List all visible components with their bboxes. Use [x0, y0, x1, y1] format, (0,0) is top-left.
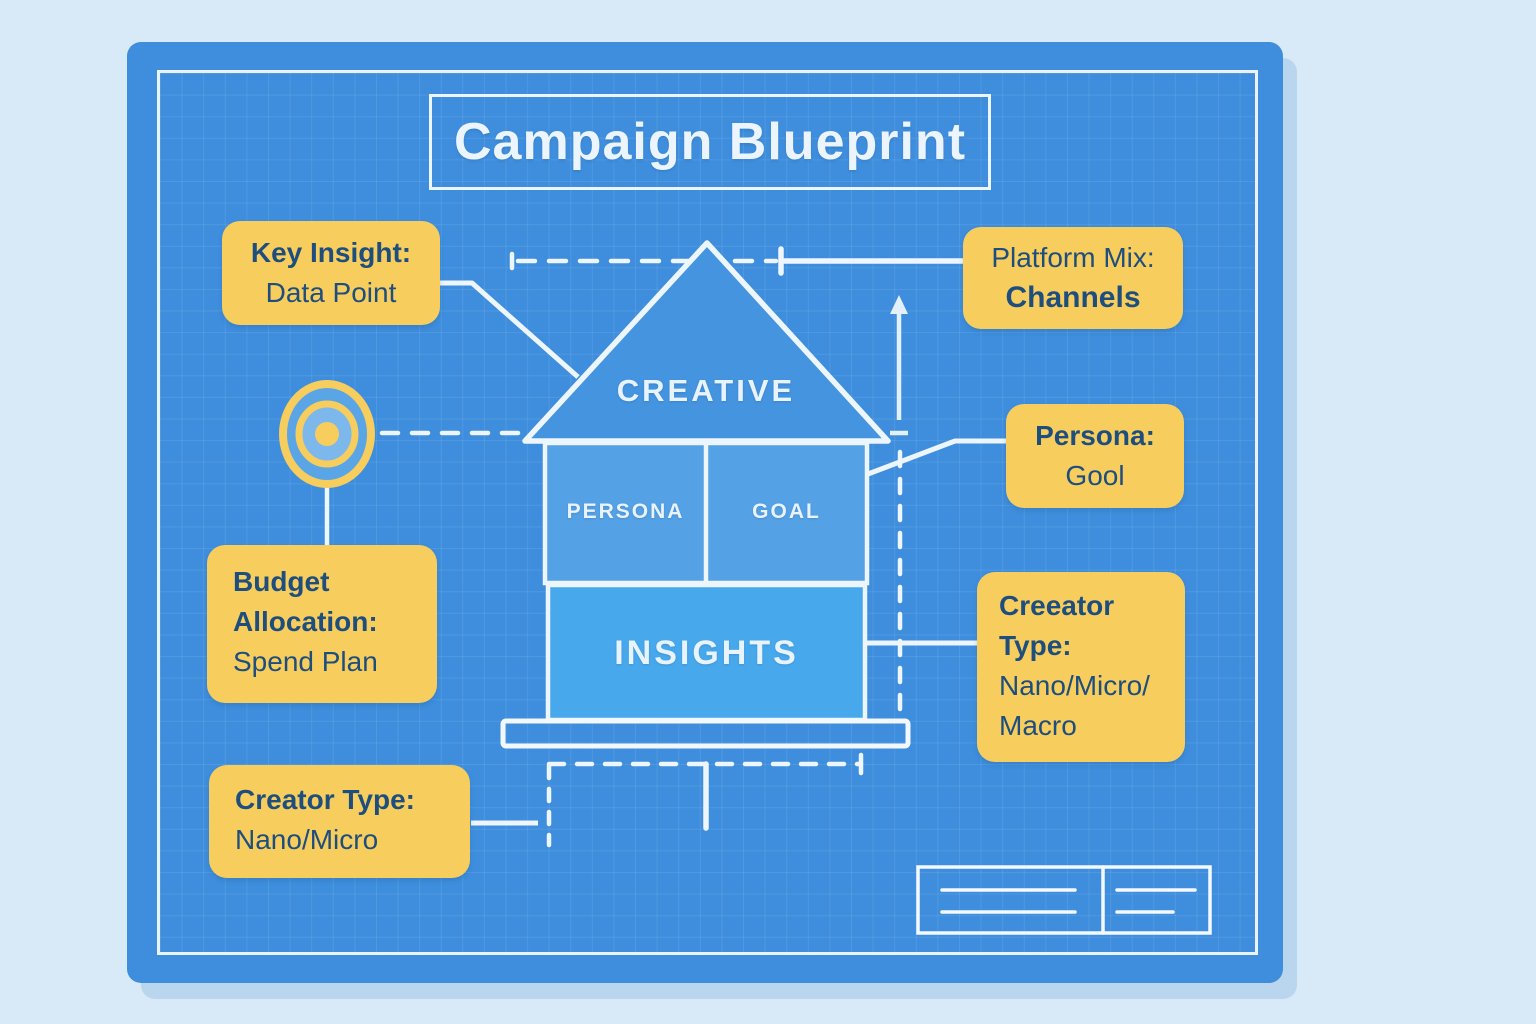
callout-key-insight-value: Data Point: [265, 277, 397, 308]
title-box: Campaign Blueprint: [429, 94, 991, 190]
callout-platform-mix: Platform Mix: Channels: [963, 227, 1183, 329]
callout-platform-mix-label: Platform Mix:: [991, 242, 1155, 273]
connector-key-insight: [440, 280, 580, 379]
callout-budget-allocation-label: Budget Allocation:: [233, 566, 378, 637]
callout-key-insight-label: Key Insight:: [250, 237, 412, 268]
callout-creator-type-right-value2: Macro: [999, 710, 1077, 741]
callout-creator-type-right-value1: Nano/Micro/: [999, 670, 1150, 701]
house-roof: [522, 240, 891, 444]
callout-creator-type-left: Creator Type: Nano/Micro: [209, 765, 470, 878]
callout-creator-type-right: Creeator Type: Nano/Micro/ Macro: [977, 572, 1185, 762]
callout-persona-label: Persona:: [1035, 420, 1155, 451]
page-title: Campaign Blueprint: [453, 113, 967, 171]
house-roof-label: CREATIVE: [616, 373, 796, 408]
title-block: [916, 865, 1212, 935]
house-base-label: INSIGHTS: [614, 634, 799, 672]
house-insights: [545, 582, 868, 723]
house-room-left-label: PERSONA: [566, 500, 685, 523]
dimension-line-top: [509, 246, 966, 276]
callout-key-insight: Key Insight: Data Point: [222, 221, 440, 325]
bullseye-icon: [279, 380, 375, 548]
house-base: [500, 718, 911, 749]
callout-creator-type-left-label: Creator Type:: [235, 784, 415, 815]
callout-creator-type-right-label: Creeator Type:: [999, 590, 1115, 661]
connector-persona: [867, 438, 1006, 477]
dimension-line-bottom: [546, 752, 864, 848]
callout-budget-allocation-value: Spend Plan: [233, 646, 378, 677]
callout-platform-mix-value: Channels: [1005, 281, 1141, 314]
house-rooms: [542, 440, 870, 586]
callout-budget-allocation: Budget Allocation: Spend Plan: [207, 545, 437, 703]
callout-persona-value: Gool: [1065, 460, 1125, 491]
callout-persona: Persona: Gool: [1006, 404, 1184, 508]
callout-creator-type-left-value: Nano/Micro: [235, 824, 379, 855]
up-arrow-icon: [890, 295, 908, 436]
house-room-right-label: GOAL: [752, 500, 821, 523]
